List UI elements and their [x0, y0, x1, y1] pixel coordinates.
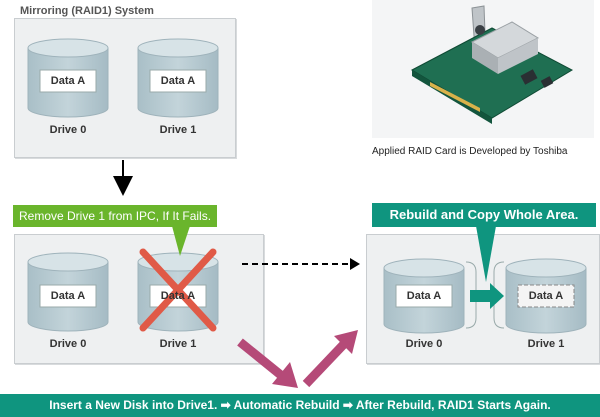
raid-card-photo [372, 0, 594, 138]
raid-card-image [372, 0, 594, 138]
process-summary-banner: Insert a New Disk into Drive1. ➡ Automat… [0, 394, 600, 417]
fail-drive-0 [27, 252, 109, 332]
fail-drive-0-label: Drive 0 [49, 338, 87, 350]
fail-drive-1-data: Data A [160, 290, 196, 302]
rebuild-drive-0 [383, 258, 465, 334]
rebuild-drive-0-data: Data A [406, 290, 442, 302]
fail-drive-0-data: Data A [50, 290, 86, 302]
top-drive-0 [27, 38, 109, 118]
green-banner-pointer [172, 226, 190, 256]
failure-x-mark [139, 248, 217, 332]
fail-step-banner: Remove Drive 1 from IPC, If It Fails. [13, 205, 218, 227]
top-drive-1-data: Data A [160, 75, 196, 87]
copy-arrow [470, 283, 504, 309]
rebuild-step-banner: Rebuild and Copy Whole Area. [372, 203, 596, 227]
rebuild-drive-0-label: Drive 0 [405, 338, 443, 350]
teal-banner-pointer [476, 226, 496, 282]
system-title: Mirroring (RAID1) System [20, 5, 154, 17]
top-drive-1 [137, 38, 219, 118]
magenta-arrow-down [237, 338, 298, 388]
rebuild-drive-1 [505, 258, 587, 334]
magenta-arrow-up [302, 330, 358, 388]
fail-drive-1-label: Drive 1 [159, 338, 197, 350]
photo-caption: Applied RAID Card is Developed by Toshib… [372, 146, 568, 157]
dashed-arrow-head [350, 258, 360, 270]
top-drive-0-label: Drive 0 [49, 124, 87, 136]
rebuild-drive-1-label: Drive 1 [527, 338, 565, 350]
top-drive-1-label: Drive 1 [159, 124, 197, 136]
rebuild-drive-1-data: Data A [528, 290, 564, 302]
top-drive-0-data: Data A [50, 75, 86, 87]
